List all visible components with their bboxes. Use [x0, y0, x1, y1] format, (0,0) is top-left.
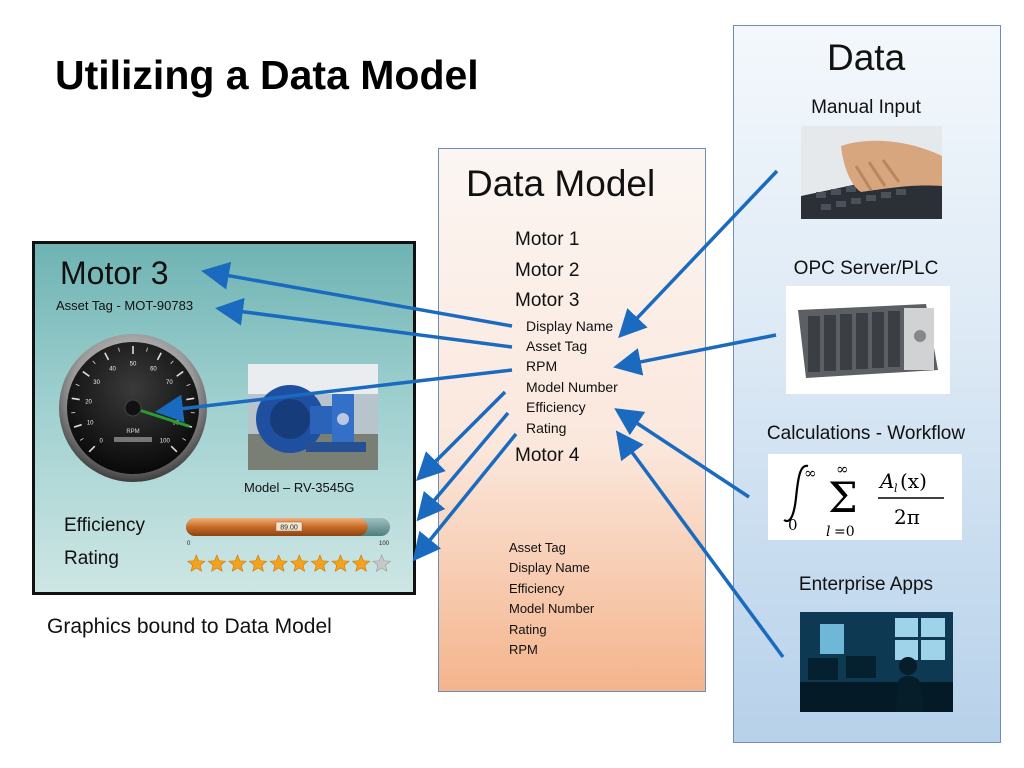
data-sources-title: Data: [827, 37, 906, 78]
gauge-tick: [79, 437, 84, 441]
svg-text:∞: ∞: [804, 464, 817, 482]
dm-field-rpm: RPM: [526, 358, 558, 374]
efficiency-bar: 89.00 0 100: [186, 518, 390, 546]
star-filled-icon: [331, 554, 350, 572]
attribute-rating: Rating: [509, 622, 547, 637]
star-filled-icon: [269, 554, 289, 572]
gauge-tick: [156, 352, 162, 361]
asset-tag-readout: Asset Tag - MOT-90783: [56, 298, 194, 313]
dm-field-display-name: Display Name: [526, 318, 614, 334]
opc-server-label: OPC Server/PLC: [793, 258, 939, 279]
gauge-tick-label: 100: [160, 438, 171, 444]
gauge-tick-label: 50: [130, 362, 137, 368]
star-filled-icon: [186, 554, 206, 572]
industrial-fan-motor-photo: [248, 364, 378, 470]
gauge-tick: [170, 445, 178, 453]
dm-field-asset-tag: Asset Tag: [526, 338, 588, 354]
slide-title: Utilizing a Data Model: [55, 52, 479, 98]
svg-text:(x): (x): [900, 469, 927, 493]
star-empty-icon: [372, 554, 392, 572]
gauge-tick: [82, 370, 90, 377]
enterprise-apps-label: Enterprise Apps: [798, 574, 934, 595]
efficiency-max: 100: [379, 541, 390, 546]
gauge-tick: [104, 352, 110, 361]
gauge-tick: [92, 360, 96, 365]
star-filled-icon: [289, 554, 309, 572]
gauge-tick-label: 10: [87, 420, 94, 426]
gauge-tick: [118, 347, 120, 352]
svg-text:=0: =0: [834, 524, 855, 540]
gauge-tick-label: 30: [93, 380, 100, 386]
dm-motor-3: Motor 3: [515, 290, 580, 311]
attribute-efficiency: Efficiency: [509, 581, 565, 596]
attribute-rpm: RPM: [509, 642, 538, 657]
gauge-tick: [71, 397, 80, 401]
dm-field-efficiency: Efficiency: [526, 399, 586, 415]
manual-input-label: Manual Input: [811, 97, 921, 118]
star-filled-icon: [228, 554, 247, 572]
efficiency-label: Efficiency: [64, 515, 145, 536]
rating-stars: [186, 554, 392, 572]
gauge-hub: [124, 399, 142, 417]
svg-text:Σ: Σ: [828, 473, 858, 522]
keyboard-typing-photo: [801, 126, 942, 219]
rpm-gauge: 0102030405060708090100 RPM: [59, 334, 207, 482]
svg-text:l: l: [826, 524, 830, 540]
efficiency-value: 89.00: [280, 525, 298, 532]
model-number-readout: Model – RV-3545G: [244, 480, 355, 495]
motor-graphic-title: Motor 3: [60, 255, 169, 291]
gauge-tick-label: 70: [166, 380, 173, 386]
data-model-title: Data Model: [466, 163, 656, 204]
svg-text:l: l: [894, 482, 898, 495]
gauge-tick-label: 60: [150, 366, 157, 372]
svg-text:2π: 2π: [894, 505, 920, 529]
gauge-tick: [75, 383, 80, 387]
gauge-unit: RPM: [126, 429, 139, 435]
gauge-tick-label: 20: [85, 399, 92, 405]
calculations-label: Calculations - Workflow: [766, 423, 966, 444]
efficiency-value-box: [275, 521, 303, 532]
gauge-tick: [73, 423, 82, 428]
dm-motor-2: Motor 2: [515, 260, 580, 281]
svg-text:0: 0: [788, 516, 798, 534]
star-filled-icon: [248, 554, 268, 572]
dm-motor-4: Motor 4: [515, 445, 580, 466]
dm-field-rating: Rating: [526, 420, 567, 436]
dm-field-model-number: Model Number: [526, 379, 618, 395]
gauge-tick: [182, 437, 187, 441]
rating-label: Rating: [64, 548, 119, 569]
star-filled-icon: [351, 554, 371, 572]
gauge-tick-label: 80: [174, 399, 181, 405]
star-filled-icon: [310, 554, 330, 572]
gauge-tick: [88, 445, 96, 453]
gauge-tick-label: 40: [109, 366, 116, 372]
dm-motor-1: Motor 1: [515, 229, 580, 250]
svg-text:∞: ∞: [836, 460, 849, 478]
plc-rack-photo: [786, 286, 950, 394]
efficiency-min: 0: [187, 541, 191, 546]
star-filled-icon: [207, 554, 227, 572]
attribute-display-name: Display Name: [509, 560, 590, 575]
gauge-odometer: [114, 437, 152, 442]
attribute-asset-tag: Asset Tag: [509, 540, 566, 555]
formula-image: ∞ 0 ∞ Σ l =0 A l (x) 2π: [768, 454, 962, 540]
attribute-model-number: Model Number: [509, 601, 595, 616]
computer-lab-photo: [800, 612, 953, 712]
gauge-tick: [170, 360, 174, 365]
gauge-tick-label: 0: [100, 438, 104, 444]
gauge-tick: [146, 347, 148, 352]
svg-text:A: A: [878, 469, 894, 493]
graphics-caption: Graphics bound to Data Model: [47, 615, 332, 638]
